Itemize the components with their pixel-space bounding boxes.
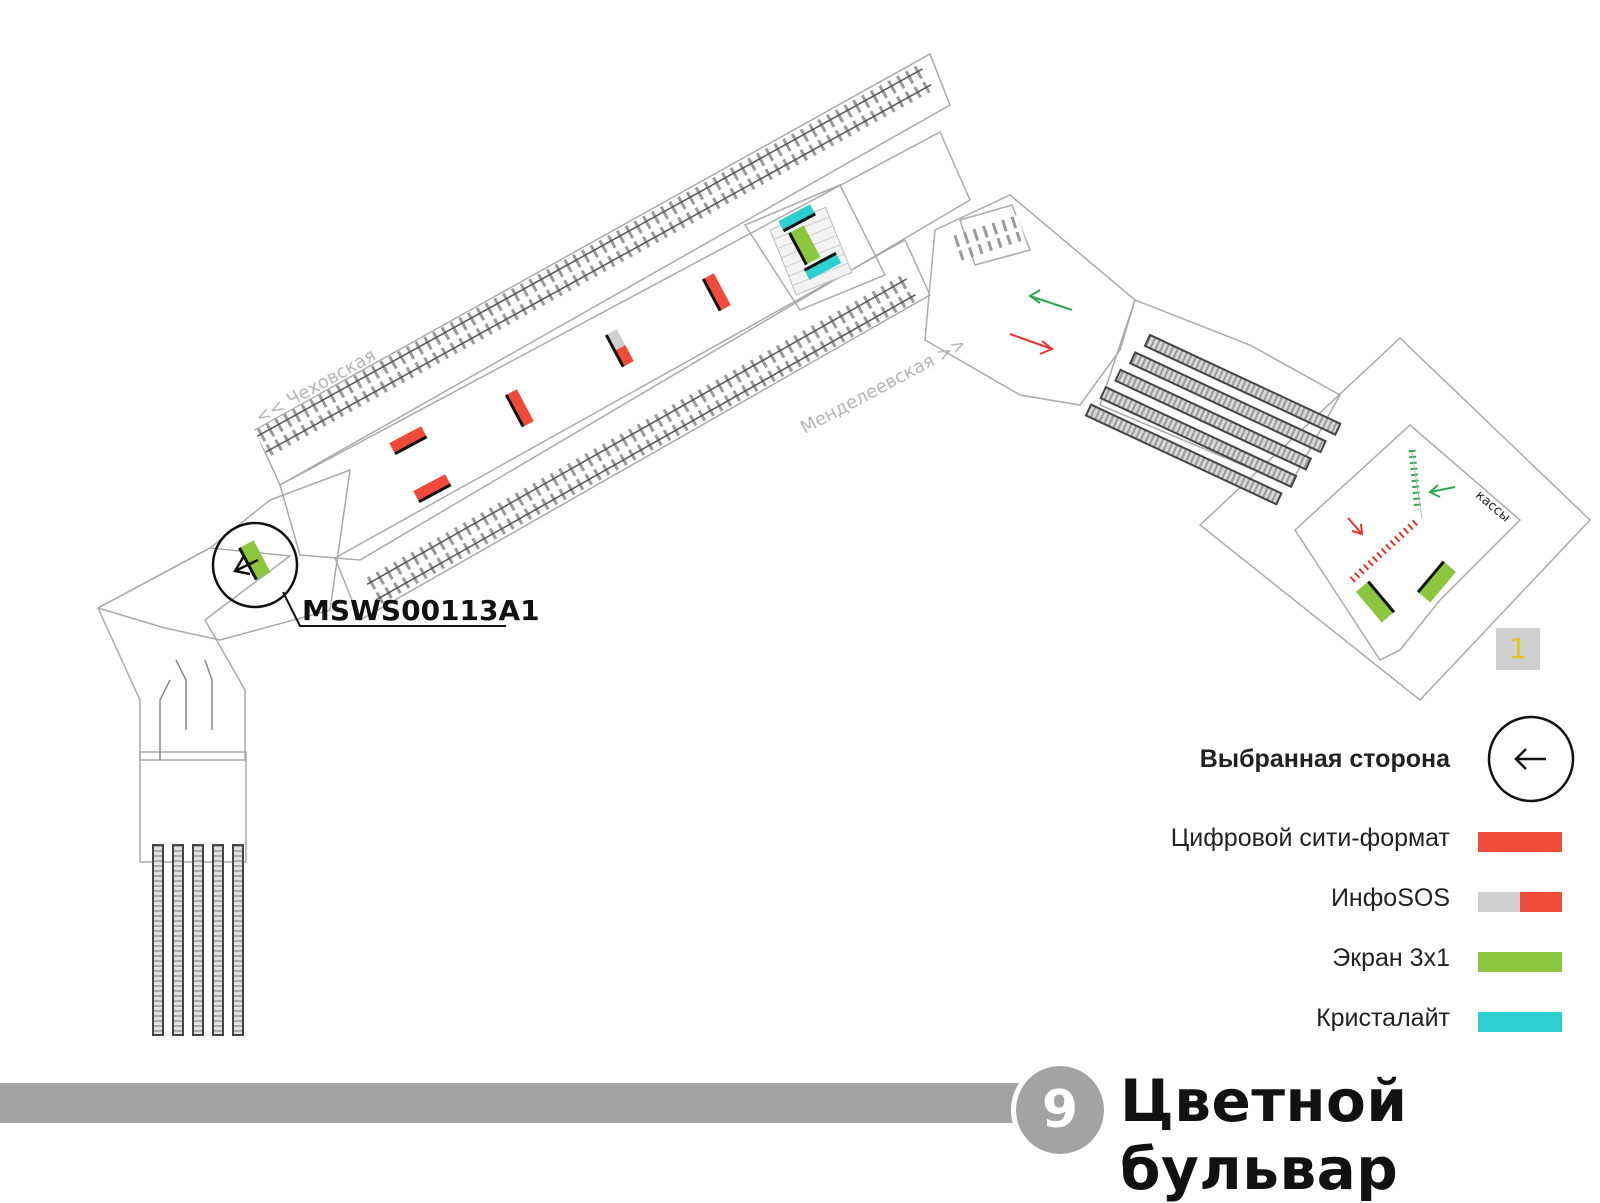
digital-city-format-unit <box>389 426 427 454</box>
red-arrow-icon <box>1347 517 1364 536</box>
digital-city-format-unit <box>506 389 534 427</box>
digital-city-format-unit <box>703 273 731 311</box>
legend-infosos-swatch <box>1478 892 1562 912</box>
station-name-title: Цветной бульвар <box>1120 1067 1408 1203</box>
selected-location-marker <box>211 521 506 627</box>
green-arrow-icon <box>1028 289 1073 311</box>
red-arrow-icon <box>1009 333 1054 355</box>
screen-3x1-units <box>238 225 1456 623</box>
turnstiles <box>1349 449 1423 583</box>
tracks <box>254 63 1026 606</box>
legend-digital-city-format-swatch <box>1478 832 1562 852</box>
flow-arrows <box>1009 289 1456 536</box>
station-outline <box>96 52 1592 863</box>
legend-digital-city-format: Цифровой сити-формат <box>1170 824 1450 852</box>
east-escalators <box>1084 333 1342 506</box>
legend-cristalight: Кристалайт <box>1316 1004 1450 1032</box>
digital-city-format-unit <box>413 474 451 502</box>
location-code-label: MSWS00113A1 <box>302 594 540 627</box>
cristalight-units <box>778 204 842 280</box>
exit-number-badge: 1 <box>1496 628 1540 670</box>
line-bar <box>0 1083 1020 1123</box>
legend-screen-3x1: Экран 3х1 <box>1332 944 1450 972</box>
legend-cristalight-swatch <box>1478 1012 1562 1032</box>
line-number-badge: 9 <box>1011 1061 1109 1159</box>
legend-selected-side-icon <box>1487 715 1575 803</box>
legend-infosos: ИнфоSOS <box>1330 884 1450 912</box>
west-escalators <box>152 659 244 1036</box>
legend-selected-side: Выбранная сторона <box>1199 745 1450 773</box>
infosos-unit <box>604 329 634 368</box>
digital-city-format-units <box>389 273 731 504</box>
legend-screen-3x1-swatch <box>1478 952 1562 972</box>
green-arrow-icon <box>1428 484 1456 498</box>
